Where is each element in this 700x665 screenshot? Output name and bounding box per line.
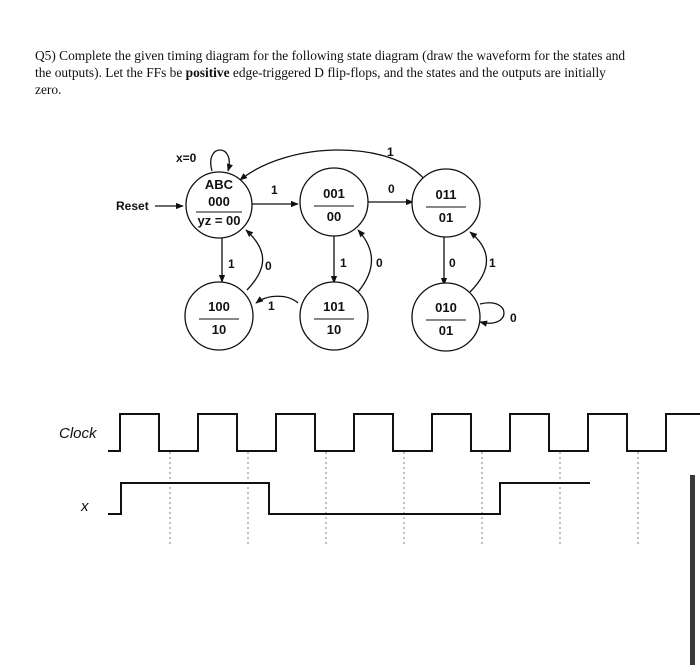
state-100-circle: [184, 281, 254, 351]
label-000-100: 1: [228, 257, 235, 271]
clock-waveform: [108, 413, 700, 452]
clock-label: Clock: [59, 425, 98, 442]
state-001-value: 001: [323, 186, 345, 201]
reset-label: Reset: [116, 199, 149, 213]
state-circles: [184, 167, 481, 352]
state-101-value: 101: [323, 299, 345, 314]
state-100-output: 10: [212, 322, 226, 337]
label-010-011: 1: [489, 256, 496, 270]
state-010-circle: [411, 282, 481, 352]
header-state-label: ABC: [205, 177, 234, 192]
self-loop-initial-label: x=0: [176, 151, 197, 165]
state-010-value: 010: [435, 300, 457, 315]
edge-100-000: [245, 229, 264, 291]
x-waveform: [108, 482, 590, 515]
state-001-circle: [299, 167, 369, 237]
question-text: Q5) Complete the given timing diagram fo…: [35, 47, 635, 98]
label-001-101: 1: [340, 256, 347, 270]
self-loop-initial: [210, 149, 233, 172]
state-100-value: 100: [208, 299, 230, 314]
label-011-010: 0: [449, 256, 456, 270]
state-dividers: [196, 205, 466, 321]
label-101-001: 0: [376, 256, 383, 270]
state-010-output: 01: [439, 323, 453, 338]
state-101-circle: [299, 281, 369, 351]
label-100-000: 0: [265, 259, 272, 273]
state-011-value: 011: [436, 187, 457, 202]
self-loop-010-label: 0: [510, 311, 517, 325]
state-000-circle: [185, 171, 253, 239]
label-001-011: 0: [388, 182, 395, 196]
header-output-label: yz = 00: [197, 213, 240, 228]
state-001-output: 00: [327, 209, 341, 224]
question-bold-word: positive: [185, 65, 230, 80]
state-011-circle: [411, 168, 481, 238]
page-edge-bar: [690, 475, 695, 665]
question-prefix: Q5) Complete the given timing diagram fo…: [35, 48, 626, 80]
state-000-value: 000: [208, 194, 230, 209]
label-011-000: 1: [387, 145, 394, 159]
self-loop-010: [479, 302, 505, 327]
label-000-001: 1: [271, 183, 278, 197]
edge-011-000: [239, 149, 426, 181]
edge-101-001: [357, 229, 372, 293]
state-011-output: 01: [439, 210, 453, 225]
edge-101-100: [255, 295, 299, 304]
edge-010-011: [469, 231, 487, 293]
state-diagram: [155, 149, 505, 327]
state-101-output: 10: [327, 322, 341, 337]
x-label: x: [80, 498, 89, 515]
label-101-100: 1: [268, 299, 275, 313]
timing-gridlines: [169, 452, 639, 545]
question-suffix: edge-triggered D flip-flops, and the sta…: [35, 65, 606, 97]
timing-waveforms: [108, 413, 700, 515]
